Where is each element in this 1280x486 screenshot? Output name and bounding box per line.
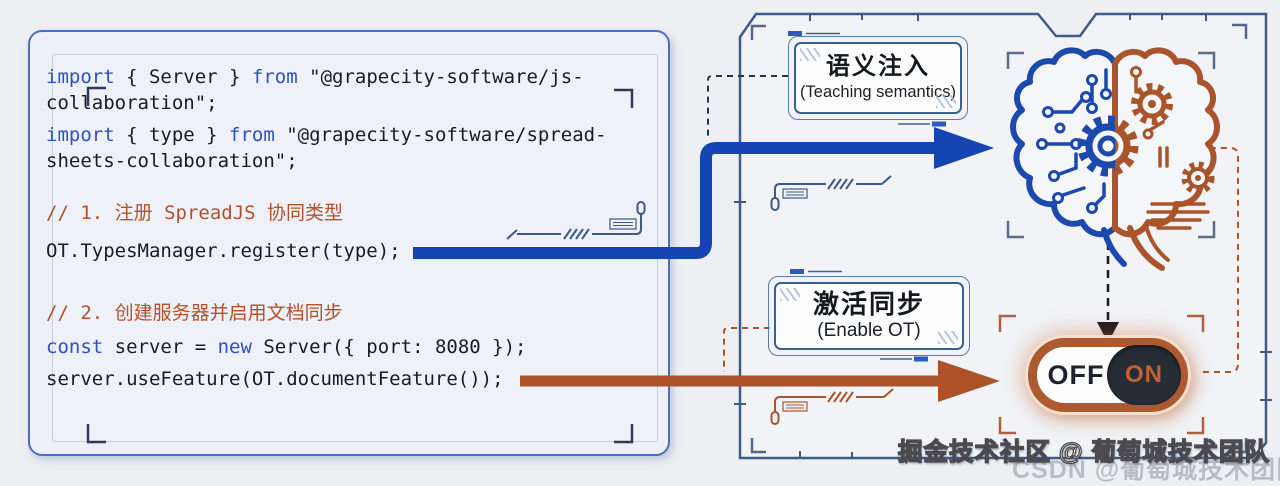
code-line: import { type } from "@grapecity-softwar… — [46, 124, 607, 146]
semantic-injection-subtitle: (Teaching semantics) — [800, 82, 956, 101]
code-line: const server = new Server({ port: 8080 }… — [46, 336, 527, 358]
hatch-decoration-icon — [938, 331, 958, 344]
gear-icon — [1077, 83, 1215, 195]
code-line: sheets-collaboration"; — [46, 150, 298, 172]
semantic-injection-label-inner: 语义注入 (Teaching semantics) — [794, 42, 962, 114]
toggle-on-knob[interactable]: ON — [1107, 345, 1181, 405]
ot-toggle-switch[interactable]: OFF ON — [1028, 338, 1188, 412]
toggle-off-label: OFF — [1047, 359, 1105, 390]
enable-ot-title: 激活同步 — [812, 288, 925, 319]
enable-ot-label-box: 激活同步 (Enable OT) — [768, 276, 970, 356]
dashed-connector-semantic — [707, 75, 788, 138]
brain-illustration — [1010, 47, 1220, 271]
hatch-decoration-icon — [800, 48, 820, 61]
hatch-decoration-icon — [936, 95, 956, 108]
code-line: // 2. 创建服务器并启用文档同步 — [46, 302, 343, 324]
enable-ot-subtitle: (Enable OT) — [817, 320, 921, 342]
dashed-connector-sync — [723, 327, 770, 372]
dashed-feedback-loop — [1170, 141, 1239, 373]
semantic-injection-title: 语义注入 — [826, 53, 930, 81]
circuit-decoration-semantic — [770, 175, 892, 211]
dashed-down-arrow — [1097, 214, 1119, 343]
watermark-primary: 掘金技术社区 @ 葡萄城技术团队 — [897, 438, 1271, 466]
hatch-decoration-icon — [780, 288, 800, 301]
circuit-decoration-sync — [770, 388, 894, 425]
brain-focus-brackets — [1006, 51, 1216, 239]
enable-ot-label-inner: 激活同步 (Enable OT) — [774, 282, 964, 350]
code-line: import { Server } from "@grapecity-softw… — [46, 66, 584, 88]
code-block: import { Server } from "@grapecity-softw… — [46, 64, 646, 392]
code-line: OT.TypesManager.register(type); — [46, 240, 401, 262]
code-line: collaboration"; — [46, 92, 218, 114]
code-line: server.useFeature(OT.documentFeature()); — [46, 368, 504, 390]
semantic-injection-label-box: 语义注入 (Teaching semantics) — [788, 36, 968, 120]
code-line: // 1. 注册 SpreadJS 协同类型 — [46, 202, 344, 224]
